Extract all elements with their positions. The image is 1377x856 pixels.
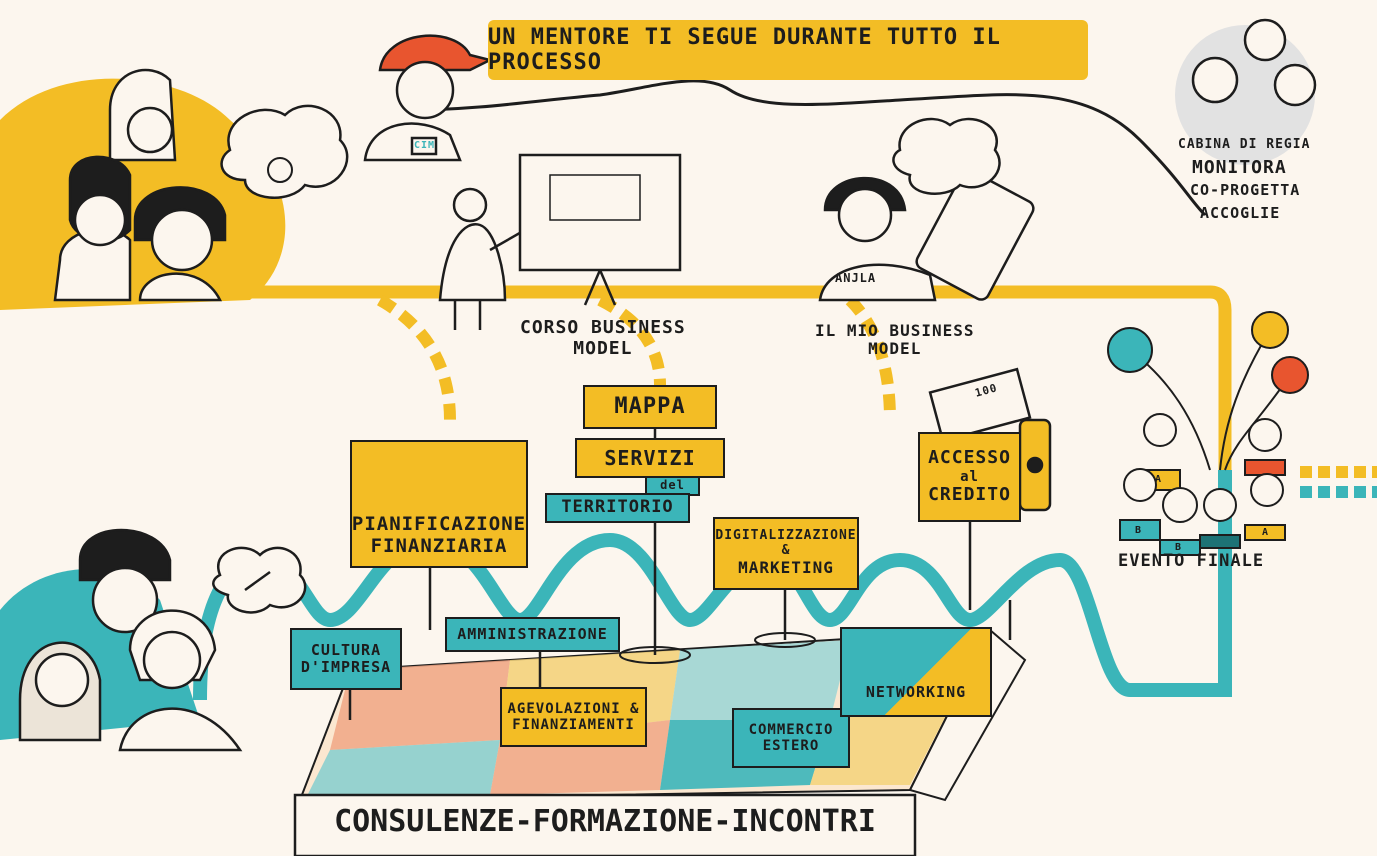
cabina-people [1191,18,1317,107]
anjla-name-label: ANJLA [835,271,877,285]
cabina-label: CABINA DI REGIA [1178,137,1311,152]
teal-path-line [193,470,1232,701]
team-badge-b1: B [1135,525,1143,536]
mio-business-model-label: IL MIO BUSINESS MODEL [815,321,975,359]
sign-mappa: MAPPA [583,385,717,429]
sign-agevolazioni-line2: FINANZIAMENTI [512,717,635,733]
exit-arrows [1300,466,1377,498]
sign-accesso-line1: ACCESSO [928,447,1011,469]
sign-digitalizzazione: DIGITALIZZAZIONE & MARKETING [713,517,859,590]
sign-commercio-line1: COMMERCIO [748,721,834,738]
bottom-box-shape [293,793,917,856]
sign-accesso-line3: CREDITO [928,484,1011,506]
people-group-bottom [18,528,243,752]
presentation-board [518,153,682,306]
mentor-line [409,79,1207,217]
team-badge-a2: A [1262,527,1270,538]
cabina-line-coprogetta: CO-PROGETTA [1190,181,1301,199]
mentor-badge: cim [414,140,436,151]
cabina-line-monitora: MONITORA [1192,157,1287,178]
people-group-top [53,68,227,302]
presenter-figure [438,187,526,330]
sign-cultura-line1: CULTURA [310,640,382,659]
sign-amministrazione-text: AMMINISTRAZIONE [457,624,608,643]
bottom-banner-text: CONSULENZE-FORMAZIONE-INCONTRI [334,804,876,839]
sign-territorio: TERRITORIO [545,493,690,523]
sign-pianificazione-line1: PIANIFICAZIONE [351,513,527,536]
yellow-path-line [240,285,1232,470]
anjla-figure [818,169,1035,302]
sign-del: del [645,476,700,496]
mentor-figure [363,34,494,162]
sign-cultura-impresa: CULTURA D'IMPRESA [290,628,402,690]
sign-agevolazioni-line1: AGEVOLAZIONI & [507,700,640,717]
sign-cultura-line2: D'IMPRESA [300,658,392,676]
sign-commercio-estero: COMMERCIO ESTERO [732,708,850,768]
sign-pianificazione: PIANIFICAZIONE FINANZIARIA [350,440,528,568]
sign-territorio-text: TERRITORIO [561,497,674,518]
mio-line-1: IL MIO BUSINESS [815,321,975,340]
wallet [928,367,1052,512]
team-figures [1119,413,1286,556]
evento-finale-label: EVENTO FINALE [1118,551,1265,571]
cabina-line-accoglie: ACCOGLIE [1200,204,1281,222]
corso-line-1: CORSO BUSINESS [520,317,686,338]
mentor-banner-text: UN MENTORE TI SEGUE DURANTE TUTTO IL PRO… [488,24,1001,75]
sign-mappa-text: MAPPA [614,394,686,420]
sign-accesso-credito: ACCESSO al CREDITO [918,432,1021,522]
corso-business-model-label: CORSO BUSINESS MODEL [520,317,686,359]
sign-networking-text: NETWORKING [865,682,967,701]
sign-servizi-text: SERVIZI [604,445,696,470]
sign-amministrazione: AMMINISTRAZIONE [445,617,620,652]
team-badge-a1: A [1155,474,1163,485]
sign-del-text: del [660,478,685,493]
corso-line-2: MODEL [573,337,633,359]
sign-commercio-line2: ESTERO [762,738,820,754]
sign-digitalizzazione-amp: & [781,543,791,559]
sign-pianificazione-line2: FINANZIARIA [370,535,508,558]
idea-thought-bubble [220,104,349,199]
sign-digitalizzazione-line2: MARKETING [738,558,834,578]
sign-servizi: SERVIZI [575,438,725,478]
idea-thought-bubble-2 [892,117,1001,195]
sign-networking: NETWORKING [840,627,992,717]
mio-line-2: MODEL [868,339,922,359]
mentor-banner: UN MENTORE TI SEGUE DURANTE TUTTO IL PRO… [488,20,1088,80]
team-badge-b2: B [1175,542,1183,553]
balloons [1107,311,1309,471]
sign-accesso-line2: al [960,468,979,485]
sign-agevolazioni: AGEVOLAZIONI & FINANZIAMENTI [500,687,647,747]
sign-digitalizzazione-line1: DIGITALIZZAZIONE [715,528,857,544]
